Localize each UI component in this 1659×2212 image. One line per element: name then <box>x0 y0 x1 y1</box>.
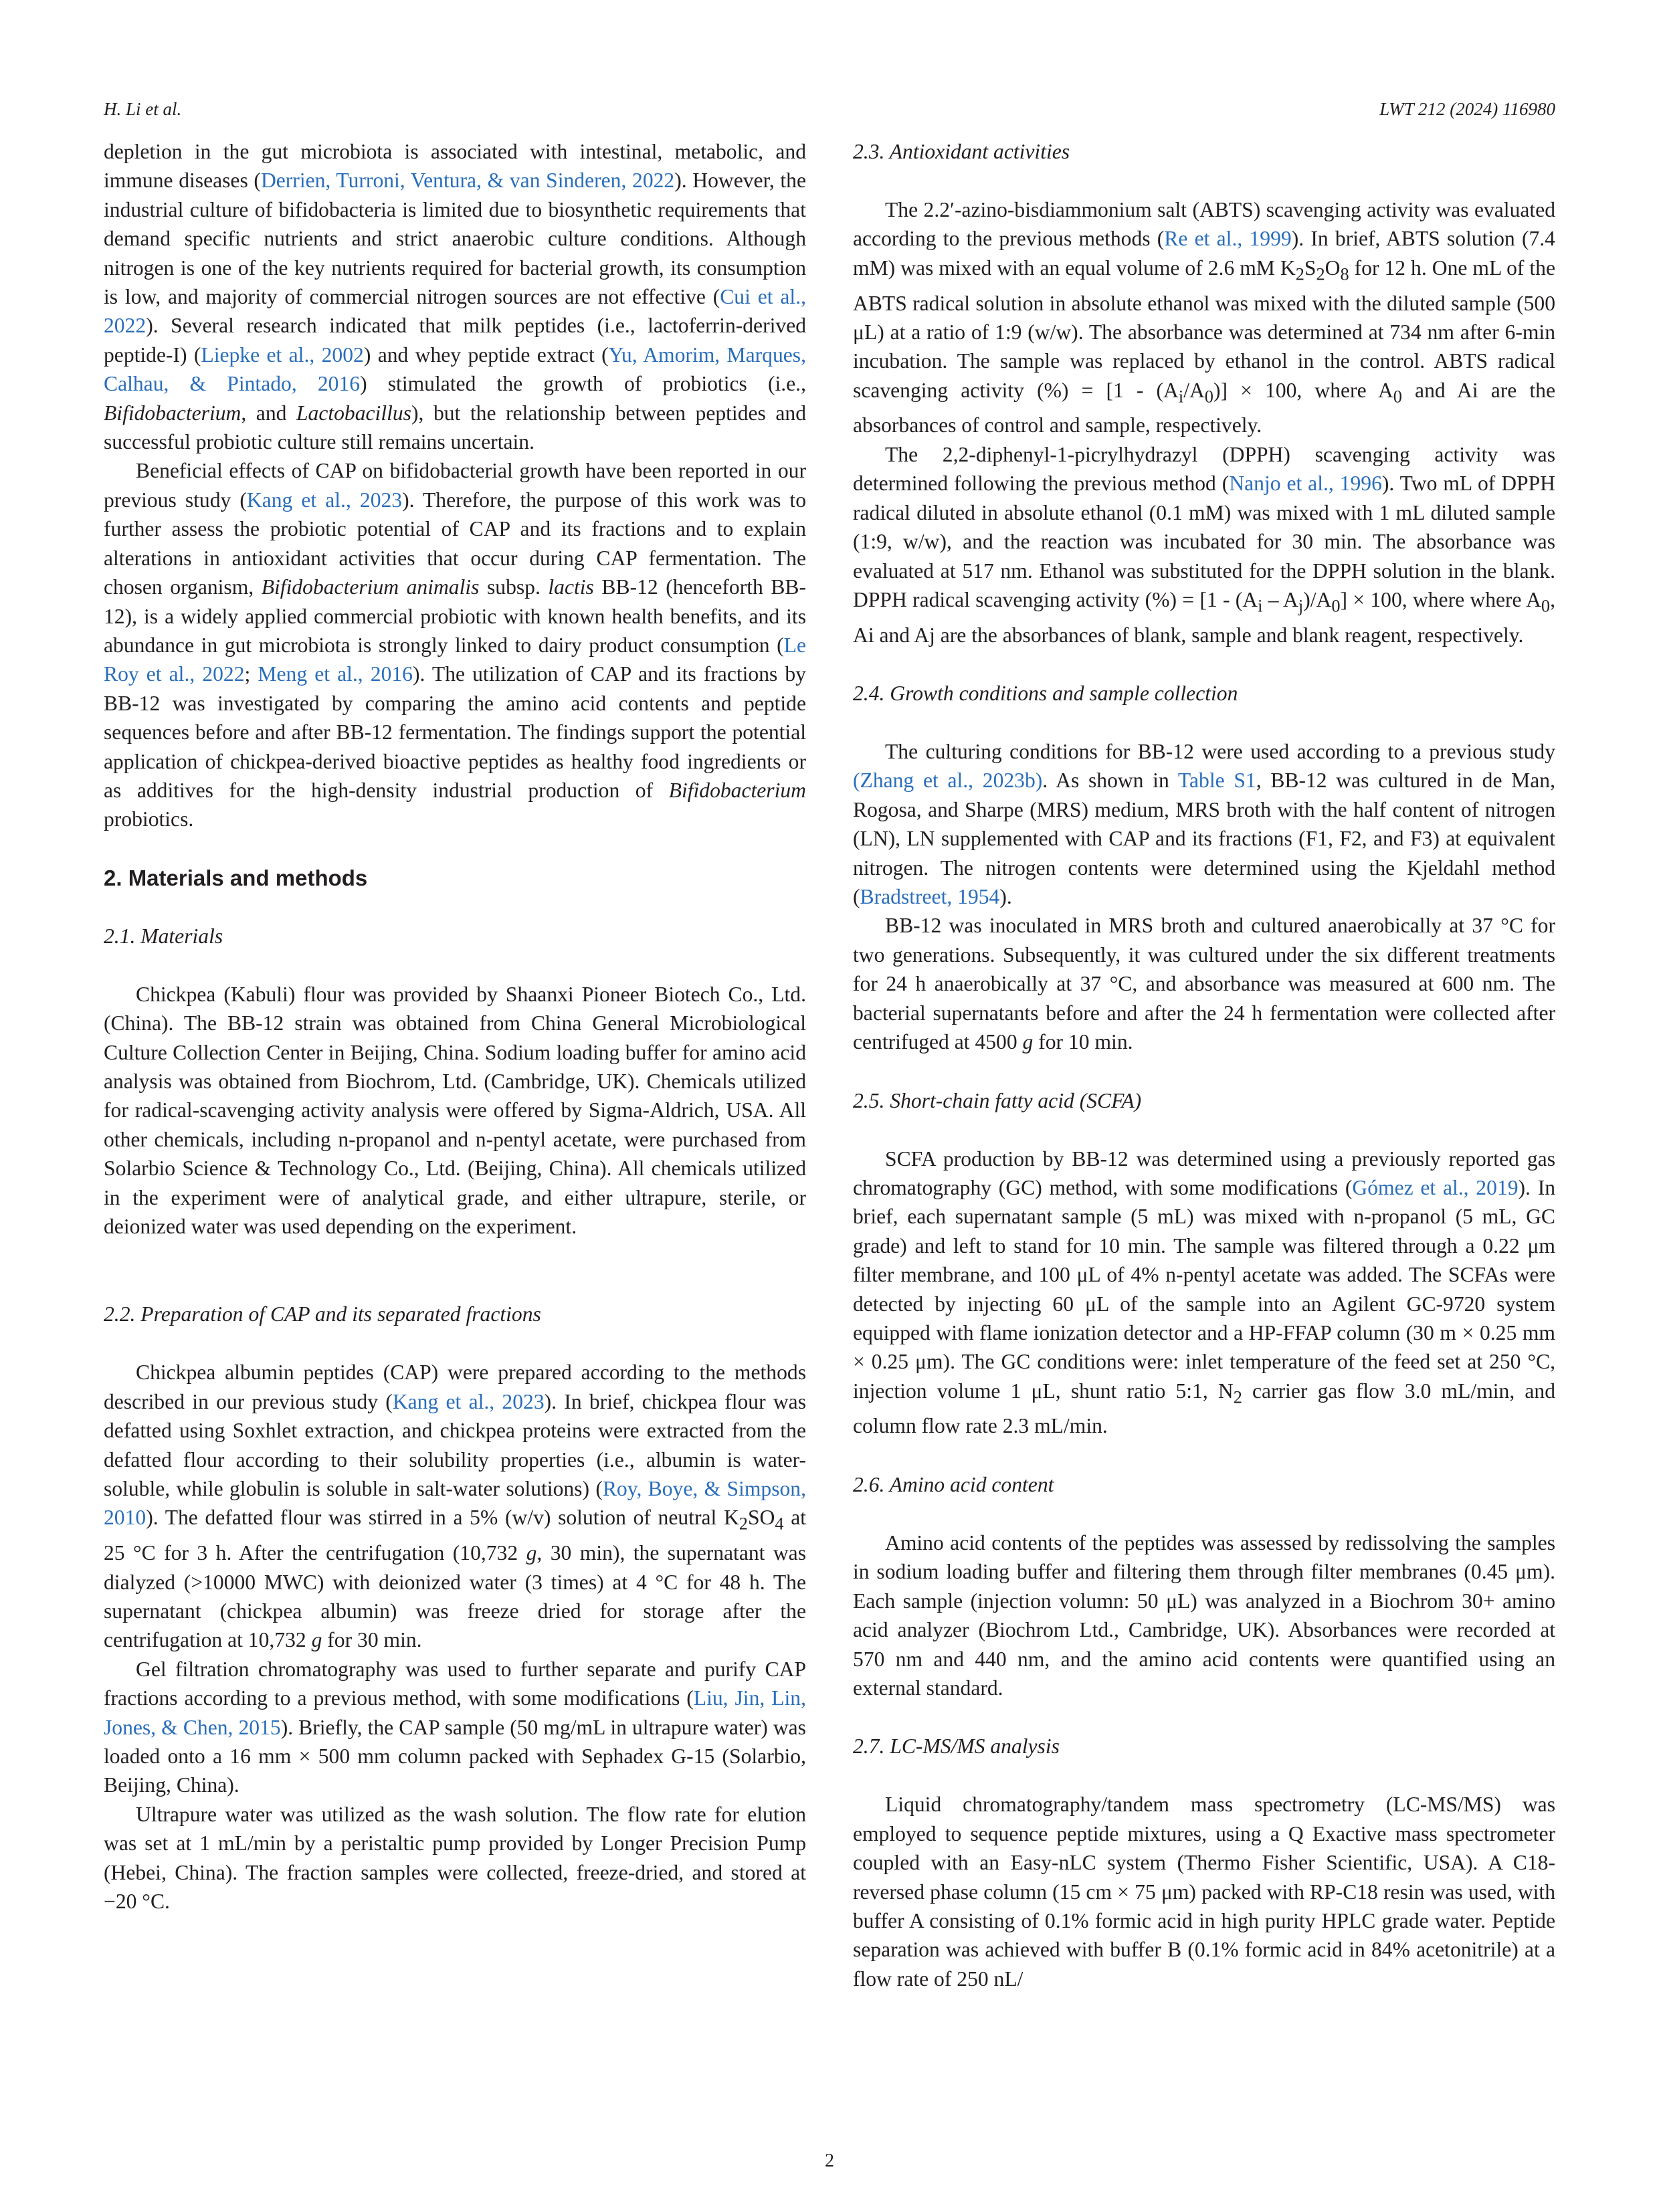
subsection-heading: 2.3. Antioxidant activities <box>853 140 1070 163</box>
preparation-paragraph-1: Chickpea albumin peptides (CAP) were pre… <box>104 1361 806 1652</box>
citation-link[interactable]: Liu, Jin, Lin, Jones, & Chen, 2015 <box>104 1686 807 1739</box>
citation-link[interactable]: Bradstreet, 1954 <box>860 885 1000 909</box>
citation-link[interactable]: Cui et al., 2022 <box>104 285 806 338</box>
page-number: 2 <box>825 2150 834 2171</box>
preparation-paragraph-2: Gel filtration chromatography was used t… <box>104 1657 807 1797</box>
citation-link[interactable]: Meng et al., 2016 <box>258 662 413 686</box>
left-column: depletion in the gut microbiota is assoc… <box>104 137 806 1916</box>
growth-paragraph-1: The culturing conditions for BB-12 were … <box>853 740 1555 909</box>
running-head-journal: LWT 212 (2024) 116980 <box>1379 99 1555 119</box>
growth-paragraph-2: BB-12 was inoculated in MRS broth and cu… <box>853 914 1555 1054</box>
subsection-heading: 2.1. Materials <box>104 924 223 948</box>
subsection-heading: 2.5. Short-chain fatty acid (SCFA) <box>853 1088 1142 1112</box>
table-link[interactable]: Table S1 <box>1177 769 1256 793</box>
citation-link[interactable]: Le Roy et al., 2022 <box>104 633 806 686</box>
antioxidant-paragraph-1: The 2.2′-azino-bisdiammonium salt (ABTS)… <box>853 198 1555 437</box>
citation-link[interactable]: Yu, Amorim, Marques, Calhau, & Pintado, … <box>104 342 806 396</box>
amino-acid-paragraph: Amino acid contents of the peptides was … <box>853 1530 1555 1700</box>
scfa-paragraph: SCFA production by BB-12 was determined … <box>853 1146 1556 1438</box>
preparation-paragraph-3: Ultrapure water was utilized as the wash… <box>104 1802 806 1914</box>
citation-link[interactable]: Liepke et al., 2002 <box>201 342 364 367</box>
lcms-paragraph: Liquid chromatography/tandem mass spectr… <box>853 1793 1555 1991</box>
citation-link[interactable]: Derrien, Turroni, Ventura, & van Sindere… <box>260 169 675 193</box>
citation-link[interactable]: Kang et al., 2023 <box>392 1389 545 1413</box>
intro-paragraph-1: depletion in the gut microbiota is assoc… <box>104 140 806 454</box>
citation-link[interactable]: Roy, Boye, & Simpson, 2010 <box>104 1477 806 1530</box>
citation-link[interactable]: Re et al., 1999 <box>1164 227 1292 251</box>
antioxidant-paragraph-2: The 2,2-diphenyl-1-picrylhydrazyl (DPPH)… <box>853 442 1555 647</box>
citation-link[interactable]: Gómez et al., 2019 <box>1352 1175 1519 1199</box>
materials-paragraph: Chickpea (Kabuli) flour was provided by … <box>104 982 806 1238</box>
section-heading: 2. Materials and methods <box>104 865 368 890</box>
subsection-heading: 2.6. Amino acid content <box>853 1472 1054 1496</box>
citation-link[interactable]: Nanjo et al., 1996 <box>1229 472 1382 496</box>
citation-link[interactable]: Kang et al., 2023 <box>246 488 403 512</box>
right-column: 2.3. Antioxidant activities The 2.2′-azi… <box>853 137 1555 1993</box>
intro-paragraph-2: Beneficial effects of CAP on bifidobacte… <box>104 459 807 831</box>
subsection-heading: 2.4. Growth conditions and sample collec… <box>853 682 1238 706</box>
citation-link[interactable]: (Zhang et al., 2023b) <box>853 769 1043 793</box>
subsection-heading: 2.2. Preparation of CAP and its separate… <box>104 1302 541 1326</box>
running-head-authors: H. Li et al. <box>104 99 182 119</box>
subsection-heading: 2.7. LC-MS/MS analysis <box>853 1734 1060 1758</box>
